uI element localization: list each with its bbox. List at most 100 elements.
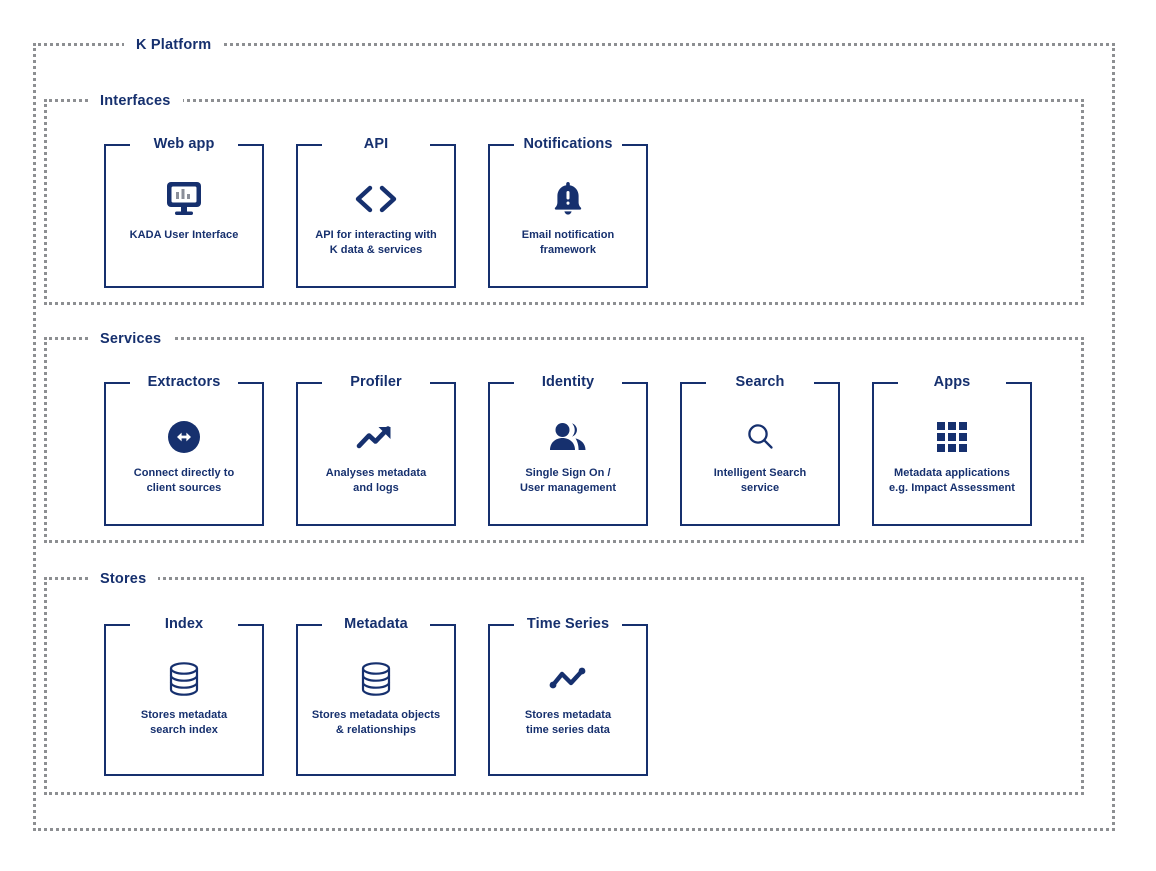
card-border-top-right (430, 624, 456, 626)
card-border-top-left (872, 382, 898, 384)
database-cylinder-icon (360, 658, 392, 700)
code-brackets-icon (353, 178, 399, 220)
card-border-top-right (238, 624, 264, 626)
card-border-top-left (488, 624, 514, 626)
card-description: Single Sign On / User management (519, 467, 617, 494)
card-border-right (262, 382, 264, 526)
card-border-top-left (296, 624, 322, 626)
card-description: Analyses metadata and logs (325, 467, 427, 494)
card-border-bottom (104, 524, 264, 526)
card-border-bottom (488, 524, 648, 526)
card-border-top-left (104, 624, 130, 626)
trending-up-arrow-icon (355, 416, 397, 458)
card-border-bottom (488, 286, 648, 288)
card-border-bottom (296, 286, 456, 288)
card-description: Stores metadata search index (140, 709, 228, 736)
card-border-left (296, 382, 298, 526)
card-title-time-series: Time Series (526, 616, 610, 632)
card-title-profiler: Profiler (350, 374, 402, 390)
card-border-right (454, 624, 456, 776)
card-description: Connect directly to client sources (133, 467, 235, 494)
card-border-bottom (488, 774, 648, 776)
people-icon (548, 416, 588, 458)
card-border-right (262, 624, 264, 776)
card-border-right (454, 382, 456, 526)
card-border-top-left (104, 144, 130, 146)
card-title-identity: Identity (541, 374, 595, 390)
card-border-top-right (430, 382, 456, 384)
card-border-top-right (430, 144, 456, 146)
card-border-top-right (238, 382, 264, 384)
card-border-left (488, 382, 490, 526)
group-label-stores: Stores (88, 569, 159, 589)
card-border-bottom (872, 524, 1032, 526)
card-body: Single Sign On / User management (494, 416, 642, 495)
card-border-right (1030, 382, 1032, 526)
card-border-top-right (622, 624, 648, 626)
card-border-left (680, 382, 682, 526)
card-description: Email notification framework (521, 229, 615, 256)
card-description: Stores metadata objects & relationships (311, 709, 441, 736)
card-border-left (104, 144, 106, 288)
database-cylinder-icon (168, 658, 200, 700)
card-border-left (872, 382, 874, 526)
card-border-left (104, 624, 106, 776)
card-border-top-right (814, 382, 840, 384)
card-border-top-right (238, 144, 264, 146)
card-border-left (488, 624, 490, 776)
card-description: Metadata applications e.g. Impact Assess… (888, 467, 1016, 494)
card-border-bottom (104, 286, 264, 288)
card-description: Stores metadata time series data (524, 709, 612, 736)
card-border-bottom (104, 774, 264, 776)
card-border-bottom (296, 524, 456, 526)
card-border-top-right (1006, 382, 1032, 384)
card-body: Connect directly to client sources (110, 416, 258, 495)
bell-alert-icon (552, 178, 584, 220)
group-label-interfaces: Interfaces (88, 91, 183, 111)
card-title-extractors: Extractors (147, 374, 221, 390)
card-border-bottom (680, 524, 840, 526)
card-border-left (488, 144, 490, 288)
card-border-left (296, 144, 298, 288)
card-border-top-right (622, 144, 648, 146)
card-title-api: API (363, 136, 389, 152)
card-description: API for interacting with K data & servic… (315, 229, 437, 256)
card-border-right (838, 382, 840, 526)
card-body: KADA User Interface (110, 178, 258, 243)
card-body: Intelligent Search service (686, 416, 834, 495)
card-border-left (104, 382, 106, 526)
card-title-metadata: Metadata (344, 616, 408, 632)
line-chart-dots-icon (548, 658, 588, 700)
card-border-top-left (296, 382, 322, 384)
card-body: API for interacting with K data & servic… (302, 178, 450, 257)
bidirectional-arrow-circle-icon (166, 416, 202, 458)
monitor-chart-icon (164, 178, 204, 220)
card-description: KADA User Interface (129, 229, 239, 241)
card-border-right (646, 382, 648, 526)
card-body: Stores metadata objects & relationships (302, 658, 450, 737)
grid-apps-icon (936, 416, 968, 458)
card-border-top-left (488, 382, 514, 384)
card-body: Email notification framework (494, 178, 642, 257)
group-label-k-platform: K Platform (124, 35, 224, 55)
card-body: Metadata applications e.g. Impact Assess… (878, 416, 1026, 495)
card-api[interactable]: API API for interacting with K data & ser… (296, 136, 456, 288)
card-border-right (454, 144, 456, 288)
card-border-top-left (680, 382, 706, 384)
card-title-index: Index (164, 616, 204, 632)
card-description: Intelligent Search service (713, 467, 807, 494)
card-border-top-left (488, 144, 514, 146)
